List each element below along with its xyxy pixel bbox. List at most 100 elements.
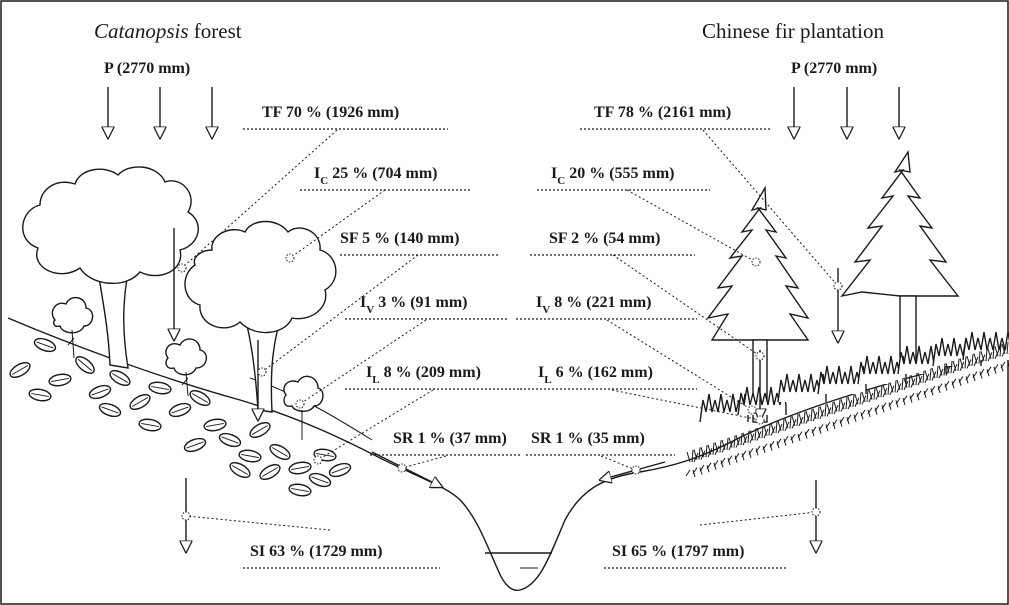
- ground-profile: [7, 317, 1006, 592]
- left-leader-iv: [299, 319, 427, 405]
- leaf-vein: [171, 406, 189, 414]
- root-icon: [937, 383, 948, 391]
- root-icon: [797, 431, 808, 439]
- right-forest-title: Chinese fir plantation: [702, 19, 884, 43]
- left-leader-il: [317, 389, 434, 461]
- right-target-ic: [751, 257, 761, 267]
- shrub-stem: [67, 329, 75, 359]
- root-icon: [762, 443, 773, 451]
- leaf-vein: [77, 358, 93, 372]
- leaf-vein: [291, 465, 309, 471]
- right-target-sr: [631, 465, 641, 475]
- left-label-tf: TF 70 % (1926 mm): [262, 104, 399, 121]
- right-label-si: SI 65 % (1797 mm): [612, 543, 744, 560]
- leaf-vein: [141, 422, 159, 428]
- root-icon: [783, 436, 794, 444]
- leaf-vein: [261, 467, 279, 477]
- flux-labels: TF 70 % (1926 mm)IC 25 % (704 mm)SF 5 % …: [243, 104, 786, 569]
- root-icon: [685, 469, 696, 478]
- left-rain-arrows: [108, 87, 212, 138]
- right-leader-si: [699, 511, 817, 526]
- left-target-iv: [295, 399, 305, 409]
- right-target-sf: [755, 351, 765, 361]
- root-icon: [832, 419, 843, 427]
- right-leader-iv: [606, 319, 753, 411]
- leaf-vein: [191, 393, 209, 403]
- root-icon: [895, 397, 906, 406]
- root-icon: [720, 457, 731, 466]
- root-icon: [692, 467, 703, 475]
- root-icon: [839, 416, 850, 425]
- root-icon: [748, 448, 759, 456]
- root-icon: [769, 440, 780, 449]
- root-icon: [944, 380, 955, 389]
- leaf-vein: [101, 406, 119, 414]
- right-target-il: [755, 415, 765, 425]
- shrub: [165, 338, 207, 376]
- leaf-vein: [111, 373, 129, 383]
- root-icon: [874, 404, 885, 413]
- right-leader-sr: [600, 455, 637, 471]
- left-forest-title: Catanopsis forest: [94, 19, 242, 43]
- right-leader-ic: [626, 189, 757, 263]
- left-leader-sr: [401, 455, 447, 469]
- root-icon: [930, 385, 941, 394]
- left-label-iv: IV 3 % (91 mm): [360, 294, 468, 316]
- left-target-sr: [397, 463, 407, 473]
- leaf-vein: [11, 365, 29, 375]
- root-icon: [909, 392, 920, 401]
- right-label-iv: IV 8 % (221 mm): [536, 294, 652, 316]
- left-target-si: [181, 511, 191, 521]
- leaf-vein: [31, 392, 49, 398]
- root-icon: [853, 412, 864, 420]
- broadleaf-trees: [22, 166, 337, 440]
- leader-lines: [177, 129, 843, 531]
- right-target-tf: [833, 281, 843, 291]
- root-icon: [846, 414, 857, 422]
- root-icon: [965, 373, 976, 382]
- right-label-tf: TF 78 % (2161 mm): [594, 104, 731, 121]
- left-precip-label: P (2770 mm): [104, 60, 190, 77]
- left-target-ic: [285, 253, 295, 263]
- left-leader-tf: [181, 129, 338, 269]
- left-target-il: [313, 455, 323, 465]
- surface-runoff-arrow-left: [371, 451, 442, 487]
- root-icon: [727, 455, 738, 463]
- leaf-vein: [291, 487, 309, 493]
- leaf-vein: [151, 385, 169, 391]
- middle-canopy: [184, 220, 337, 334]
- right-label-il: IL 6 % (162 mm): [538, 364, 653, 386]
- understory-shrubs: [685, 331, 1009, 478]
- root-icon: [972, 371, 983, 379]
- leaf-vein: [241, 453, 259, 459]
- root-icon: [713, 460, 724, 468]
- root-icon: [923, 388, 934, 396]
- right-label-sr: SR 1 % (35 mm): [531, 430, 645, 447]
- root-icon: [818, 424, 829, 432]
- conifer-crown: [840, 149, 960, 298]
- root-icon: [951, 378, 962, 386]
- root-icon: [734, 452, 745, 461]
- root-icon: [776, 438, 787, 446]
- left-label-si: SI 63 % (1729 mm): [250, 543, 382, 560]
- leaf-vein: [131, 397, 149, 407]
- leaf-vein: [331, 466, 349, 474]
- root-icon: [860, 409, 871, 418]
- left-label-sf: SF 5 % (140 mm): [340, 230, 459, 247]
- right-leader-sf: [612, 254, 761, 357]
- shrub: [283, 375, 324, 412]
- left-target-sf: [257, 367, 267, 377]
- right-target-iv: [747, 405, 757, 415]
- big-canopy: [22, 166, 199, 285]
- root-icon: [979, 368, 990, 377]
- root-icon: [755, 445, 766, 454]
- left-target-tf: [177, 263, 187, 273]
- grass-icon: [1001, 341, 1009, 355]
- left-leader-si: [185, 515, 331, 531]
- right-leader-tf: [702, 129, 839, 287]
- root-icon: [881, 402, 892, 410]
- leaf-vein: [271, 447, 289, 457]
